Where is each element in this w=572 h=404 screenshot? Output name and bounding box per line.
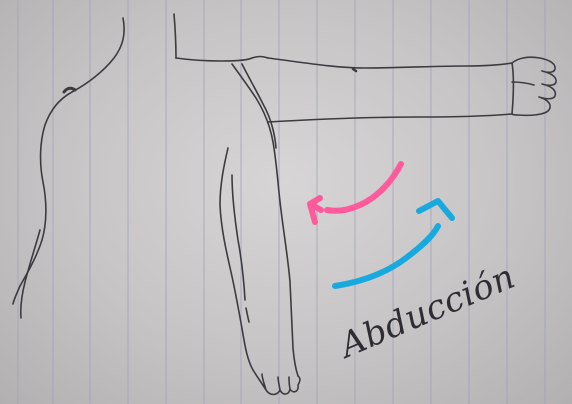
left-figure-inner-line [21, 230, 40, 318]
hanging-arm-forearm-inner [220, 148, 253, 370]
extended-arm-lower-edge [268, 114, 512, 122]
extended-arm-upper-edge [268, 58, 512, 68]
right-figure-neck-line [174, 14, 176, 58]
extended-arm-wrist-line [512, 63, 514, 114]
blue-arrow-icon [335, 201, 452, 286]
hanging-arm-hand [253, 370, 300, 395]
extended-arm-hand [512, 57, 556, 115]
hanging-arm-wrist-mark [246, 308, 249, 322]
extended-arm-hand-line [512, 82, 534, 85]
extended-arm-mark [353, 69, 356, 71]
hanging-arm-forearm-detail [232, 175, 245, 300]
pink-arrow-icon [310, 164, 401, 222]
left-figure-outline [13, 18, 124, 304]
right-figure-shoulder-line [176, 57, 268, 62]
